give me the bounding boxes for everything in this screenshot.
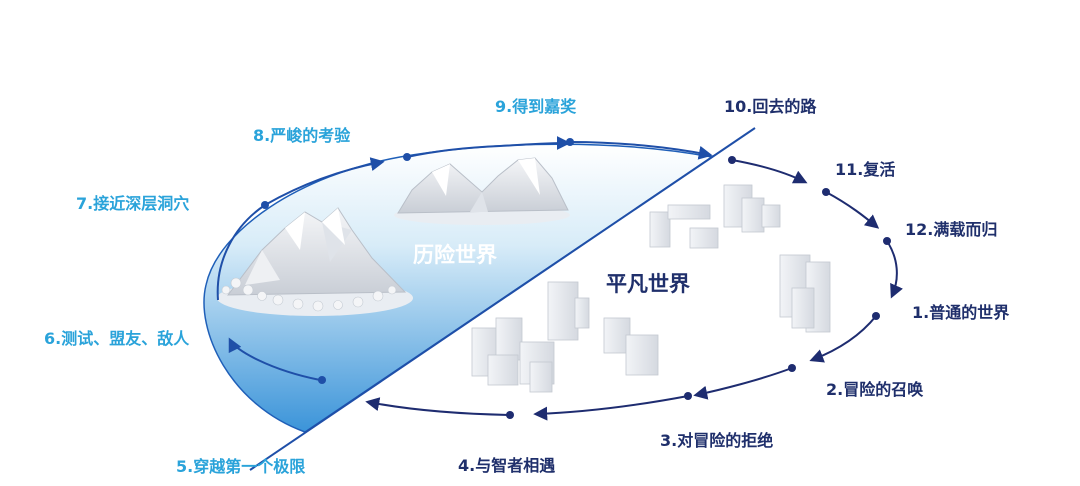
step-label-8: 8.严峻的考验 (253, 126, 351, 145)
step-label-9: 9.得到嘉奖 (495, 97, 577, 116)
step-label-6: 6.测试、盟友、敌人 (44, 329, 190, 348)
step-label-2: 2.冒险的召唤 (826, 380, 924, 399)
world-divider-line (249, 127, 756, 471)
ordinary-path-dots (506, 156, 891, 419)
ordinary-world-label: 平凡世界 (606, 272, 690, 296)
step-label-11: 11.复活 (835, 160, 895, 179)
step-label-7: 7.接近深层洞穴 (76, 194, 189, 213)
mountain-island-wide (394, 157, 570, 225)
adventure-world-label: 历险世界 (413, 243, 497, 267)
step-label-4: 4.与智者相遇 (458, 456, 555, 475)
mountain-island-large (217, 207, 413, 316)
adventure-path (216, 136, 713, 381)
step-label-12: 12.满载而归 (905, 220, 997, 239)
step-label-3: 3.对冒险的拒绝 (660, 431, 773, 450)
step-label-1: 1.普通的世界 (912, 303, 1009, 322)
step-label-10: 10.回去的路 (724, 97, 817, 116)
city-buildings (471, 184, 831, 393)
adventure-path-dots (261, 138, 574, 384)
step-label-5: 5.穿越第一个极限 (176, 457, 306, 476)
ordinary-path (365, 159, 903, 421)
